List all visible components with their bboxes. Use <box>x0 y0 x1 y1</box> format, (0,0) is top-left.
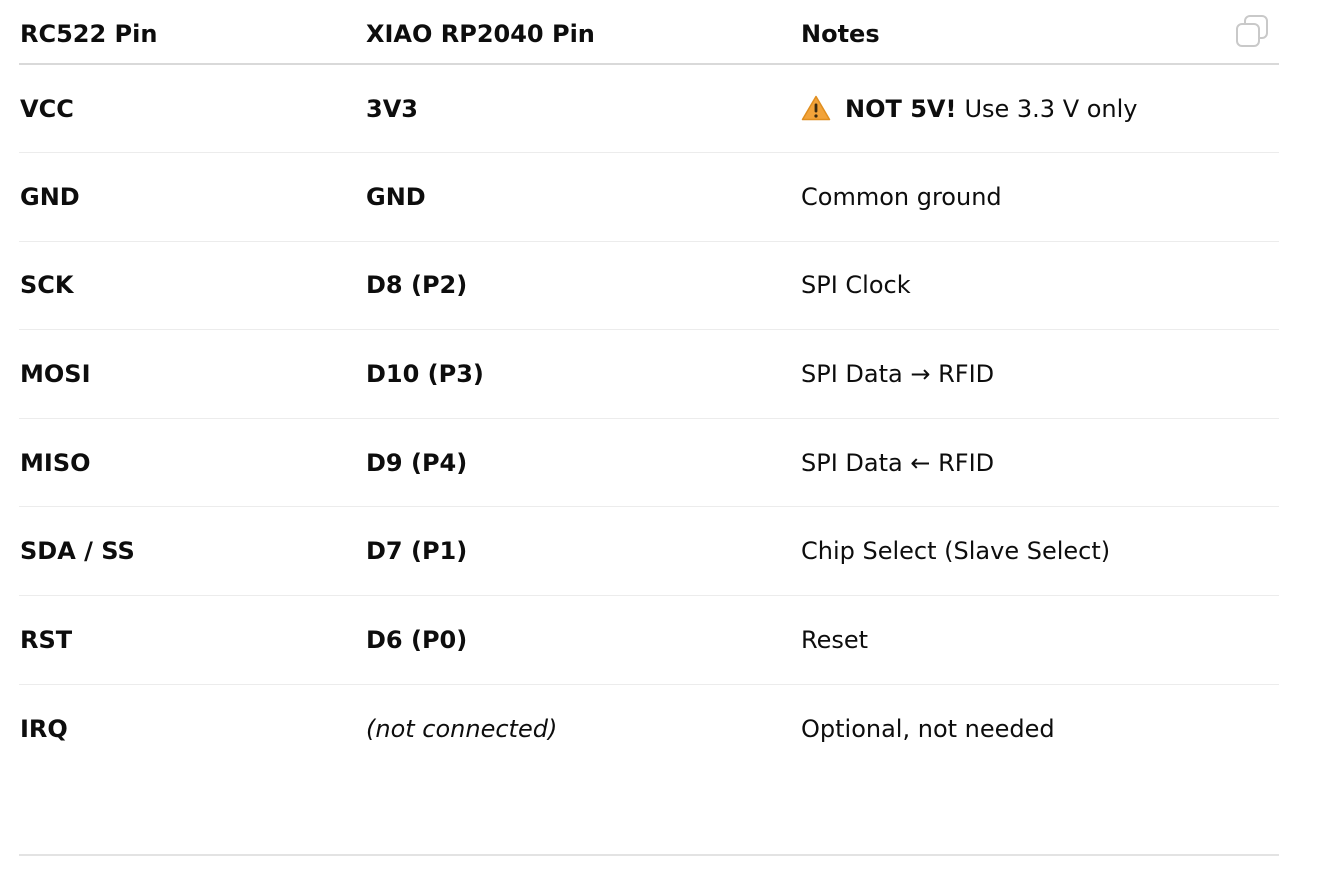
xiao-pin-cell: D7 (P1) <box>365 506 800 597</box>
rc522-pin-cell: IRQ <box>20 714 68 743</box>
not-connected-text: (not connected) <box>366 714 558 743</box>
header-notes: Notes <box>800 0 1279 65</box>
table-row: MOSI D10 (P3) SPI Data → RFID <box>19 329 1279 419</box>
xiao-pin-cell: GND <box>365 152 800 242</box>
xiao-pin-cell: D9 (P4) <box>365 418 800 508</box>
notes-cell: Common ground <box>800 152 1279 242</box>
rc522-pin-cell: SDA / SS <box>19 506 365 597</box>
rc522-pin-cell: VCC <box>19 64 365 154</box>
rc522-pin-cell: MOSI <box>19 329 365 419</box>
note-text: Use 3.3 V only <box>964 94 1138 123</box>
table-row: RST D6 (P0) Reset <box>19 595 1279 685</box>
header-rc522-pin: RC522 Pin <box>19 0 365 65</box>
xiao-pin-cell: (not connected) <box>365 684 800 773</box>
rc522-pin-cell: MISO <box>19 418 365 508</box>
notes-cell: SPI Data ← RFID <box>800 418 1279 508</box>
rc522-pin-cell: RST <box>19 595 365 685</box>
section-divider <box>19 854 1279 856</box>
xiao-pin-cell: D6 (P0) <box>365 595 800 685</box>
xiao-pin-cell: D8 (P2) <box>365 241 800 331</box>
table-row: GND GND Common ground <box>19 152 1279 242</box>
table-row: IRQ (not connected) Optional, not needed <box>19 684 1279 773</box>
notes-cell: SPI Data → RFID <box>800 329 1279 419</box>
table-row: MISO D9 (P4) SPI Data ← RFID <box>19 418 1279 508</box>
copy-icon <box>1236 15 1268 47</box>
notes-cell: NOT 5V!Use 3.3 V only <box>800 64 1279 154</box>
xiao-pin-cell: 3V3 <box>365 64 800 154</box>
pin-mapping-table-container: RC522 Pin XIAO RP2040 Pin Notes VCC 3V3 … <box>19 0 1279 773</box>
notes-cell: Chip Select (Slave Select) <box>800 506 1279 597</box>
notes-cell: Optional, not needed <box>801 714 1055 743</box>
table-header-row: RC522 Pin XIAO RP2040 Pin Notes <box>19 0 1279 65</box>
rc522-pin-cell: GND <box>19 152 365 242</box>
copy-table-button[interactable] <box>1234 14 1270 48</box>
header-xiao-pin: XIAO RP2040 Pin <box>365 0 800 65</box>
warning-label: NOT 5V! <box>845 94 957 123</box>
xiao-pin-cell: D10 (P3) <box>365 329 800 419</box>
warning-icon <box>801 95 831 121</box>
table-row: SDA / SS D7 (P1) Chip Select (Slave Sele… <box>19 506 1279 597</box>
pin-mapping-table: RC522 Pin XIAO RP2040 Pin Notes VCC 3V3 … <box>19 0 1279 773</box>
notes-cell: SPI Clock <box>800 241 1279 331</box>
table-row: VCC 3V3 NOT 5V!Use 3.3 V only <box>19 64 1279 154</box>
notes-cell: Reset <box>800 595 1279 685</box>
rc522-pin-cell: SCK <box>19 241 365 331</box>
table-row: SCK D8 (P2) SPI Clock <box>19 241 1279 331</box>
